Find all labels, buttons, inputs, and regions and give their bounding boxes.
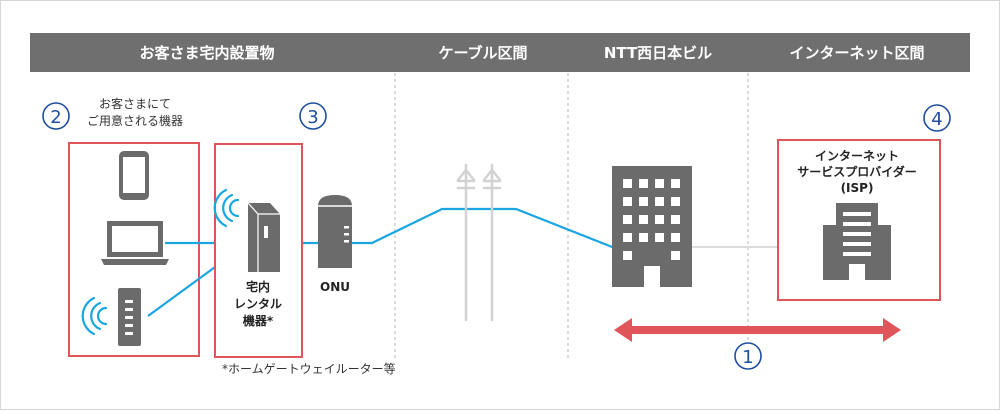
header-customer-premises: お客さま宅内設置物	[139, 44, 274, 62]
footnote: *ホームゲートウェイルーター等	[222, 362, 396, 376]
home-gateway-icon	[247, 202, 280, 272]
svg-text:4: 4	[931, 109, 942, 130]
marker-2: 2	[42, 102, 70, 130]
svg-text:3: 3	[307, 107, 318, 128]
isp-label-line1: インターネット	[815, 149, 899, 163]
isp-label-line3: (ISP)	[841, 181, 874, 195]
svg-text:2: 2	[50, 107, 61, 128]
marker-3: 3	[299, 102, 327, 130]
wifi-signal-icon	[81, 296, 108, 336]
isp-label-line2: サービスプロバイダー	[797, 164, 917, 179]
header-bar	[30, 33, 970, 72]
gateway-wifi-icon	[213, 188, 240, 228]
svg-text:1: 1	[742, 347, 753, 368]
ntt-building-icon	[612, 166, 692, 287]
wifi-router-icon	[118, 288, 141, 346]
customer-devices-label-line1: お客さまにて	[99, 96, 171, 111]
header-ntt-building: NTT西日本ビル	[604, 44, 712, 62]
rental-label-line3: 機器*	[243, 313, 274, 328]
laptop-icon	[101, 221, 169, 265]
range-arrow	[614, 318, 901, 342]
header-internet-section: インターネット区間	[789, 44, 924, 62]
onu-icon	[318, 195, 352, 268]
header-cable-section: ケーブル区間	[438, 44, 527, 62]
rental-label-line2: レンタル	[234, 297, 282, 311]
marker-4: 4	[923, 104, 951, 132]
smartphone-icon	[119, 151, 149, 200]
customer-devices-label-line2: ご用意される機器	[87, 113, 183, 128]
rental-label-line1: 宅内	[246, 279, 270, 294]
isp-building-icon	[823, 203, 891, 280]
section-dividers	[394, 73, 749, 360]
marker-1: 1	[734, 342, 762, 370]
utility-poles-icon	[456, 163, 502, 322]
onu-label: ONU	[320, 280, 350, 294]
